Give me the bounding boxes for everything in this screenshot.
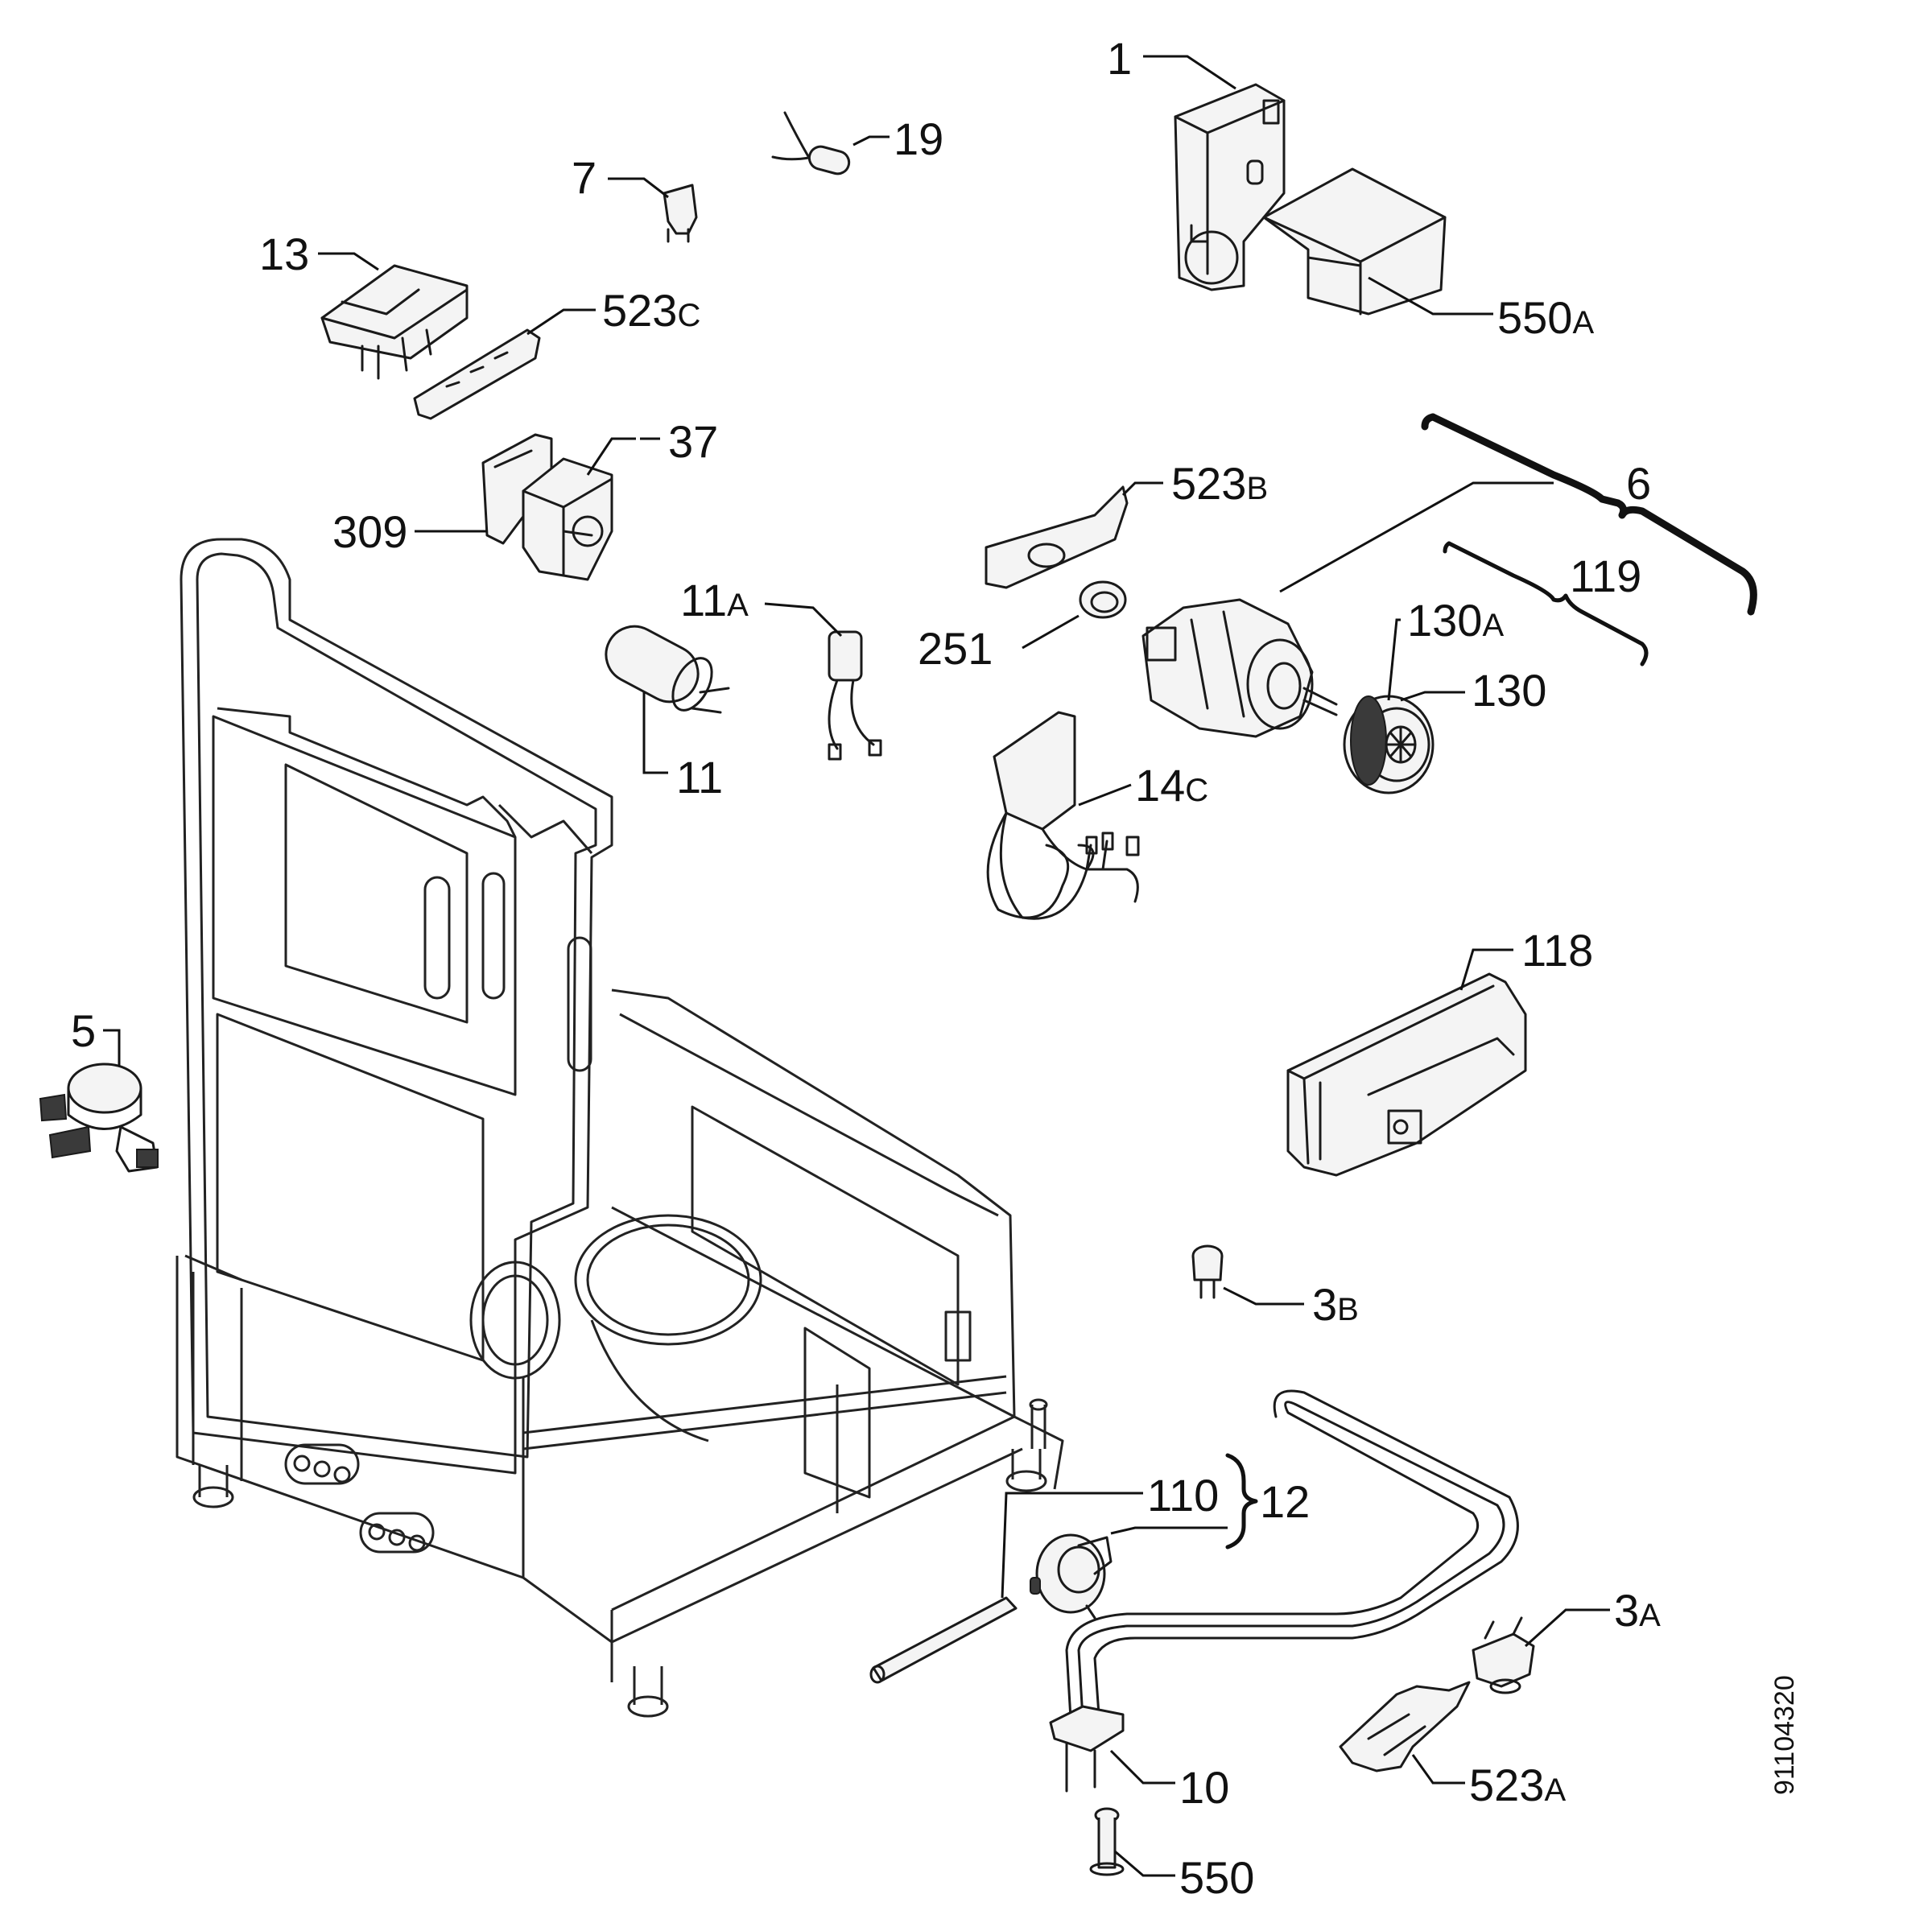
callout-11: 11 — [676, 752, 723, 803]
callout-14c: 14C — [1135, 760, 1208, 811]
callout-130: 130 — [1472, 665, 1546, 716]
callout-3b: 3B — [1312, 1279, 1359, 1330]
callout-523a: 523A — [1469, 1760, 1566, 1810]
part-14c-wiring-harness — [986, 711, 1140, 920]
callout-550: 550 — [1179, 1852, 1254, 1903]
callout-118: 118 — [1521, 925, 1593, 976]
part-11-capacitor — [605, 625, 730, 714]
brace-6 — [1421, 413, 1757, 616]
part-11a-suppressor — [828, 630, 882, 761]
part-10-heating-element — [1049, 1389, 1519, 1793]
callout-110: 110 — [1147, 1470, 1219, 1521]
callout-119: 119 — [1570, 551, 1641, 601]
callout-523b: 523B — [1171, 458, 1268, 509]
part-110-pressure-switch — [1030, 1533, 1113, 1620]
callout-13: 13 — [259, 229, 309, 279]
part-37-relay — [522, 457, 613, 581]
part-3a-thermostat — [1472, 1616, 1535, 1694]
part-251-grommet — [1079, 580, 1127, 619]
part-523c-bracket — [413, 328, 541, 420]
part-19-resistor — [771, 111, 851, 175]
dishwasher-frame — [175, 538, 1064, 1718]
part-1-programmer — [1174, 83, 1286, 291]
callout-309: 309 — [332, 506, 407, 557]
part-5-inlet-valve — [39, 1063, 159, 1173]
callout-6: 6 — [1626, 458, 1651, 509]
callout-130a: 130A — [1407, 595, 1504, 646]
callout-7: 7 — [572, 152, 597, 203]
part-7-clip — [663, 184, 698, 243]
document-number: 91104320 — [1769, 1675, 1800, 1795]
part-550a-box — [1262, 167, 1447, 316]
part-12-tube — [869, 1596, 1018, 1684]
part-550-screw — [1089, 1807, 1125, 1876]
callout-251: 251 — [918, 623, 993, 674]
callout-12: 12 — [1260, 1476, 1310, 1527]
callout-5: 5 — [71, 1005, 96, 1056]
leader-lines — [103, 55, 1610, 1877]
part-523b-bracket — [985, 485, 1129, 589]
callout-11a: 11A — [680, 575, 749, 625]
part-523a-bracket — [1339, 1681, 1471, 1772]
callout-3a: 3A — [1614, 1585, 1661, 1636]
callout-550a: 550A — [1497, 292, 1594, 343]
callout-labels: 1 550A 19 7 13 523C 37 309 523B 6 119 13… — [71, 33, 1661, 1903]
callout-10: 10 — [1179, 1762, 1229, 1813]
part-130-impeller — [1343, 695, 1435, 794]
part-118-dispenser — [1286, 972, 1527, 1177]
part-3b-sensor — [1191, 1244, 1224, 1299]
brace-119 — [1443, 541, 1649, 666]
brace-12 — [1225, 1453, 1258, 1550]
callout-1: 1 — [1107, 33, 1132, 84]
callout-523c: 523C — [602, 285, 700, 336]
callout-37: 37 — [668, 416, 718, 467]
callout-19: 19 — [894, 113, 943, 164]
part-13-door-switch — [320, 264, 469, 380]
part-6-motor — [1141, 598, 1338, 738]
